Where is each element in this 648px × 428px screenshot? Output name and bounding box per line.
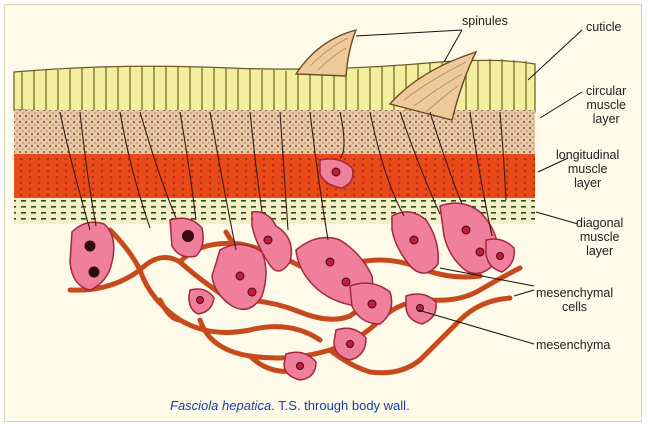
figure-caption: Fasciola hepatica. T.S. through body wal… [170, 398, 590, 413]
label-mesenchymal-cells: mesenchymal cells [536, 286, 613, 314]
label-line: muscle [576, 230, 623, 244]
caption-text: . T.S. through body wall. [271, 398, 410, 413]
label-line: cells [536, 300, 613, 314]
label-line: longitudinal [556, 148, 619, 162]
spinule-left [296, 30, 356, 76]
label-diagonal-muscle-layer: diagonal muscle layer [576, 216, 623, 258]
label-cuticle: cuticle [586, 20, 621, 34]
caption-genus: Fasciola hepatica [170, 398, 271, 413]
label-line: layer [586, 112, 626, 126]
label-line: layer [576, 244, 623, 258]
label-spinules: spinules [462, 14, 508, 28]
label-circular-muscle-layer: circular muscle layer [586, 84, 626, 126]
label-mesenchyma: mesenchyma [536, 338, 610, 352]
label-line: diagonal [576, 216, 623, 230]
label-line: mesenchymal [536, 286, 613, 300]
label-longitudinal-muscle-layer: longitudinal muscle layer [556, 148, 619, 190]
label-line: muscle [586, 98, 626, 112]
label-line: layer [556, 176, 619, 190]
label-line: muscle [556, 162, 619, 176]
label-line: circular [586, 84, 626, 98]
